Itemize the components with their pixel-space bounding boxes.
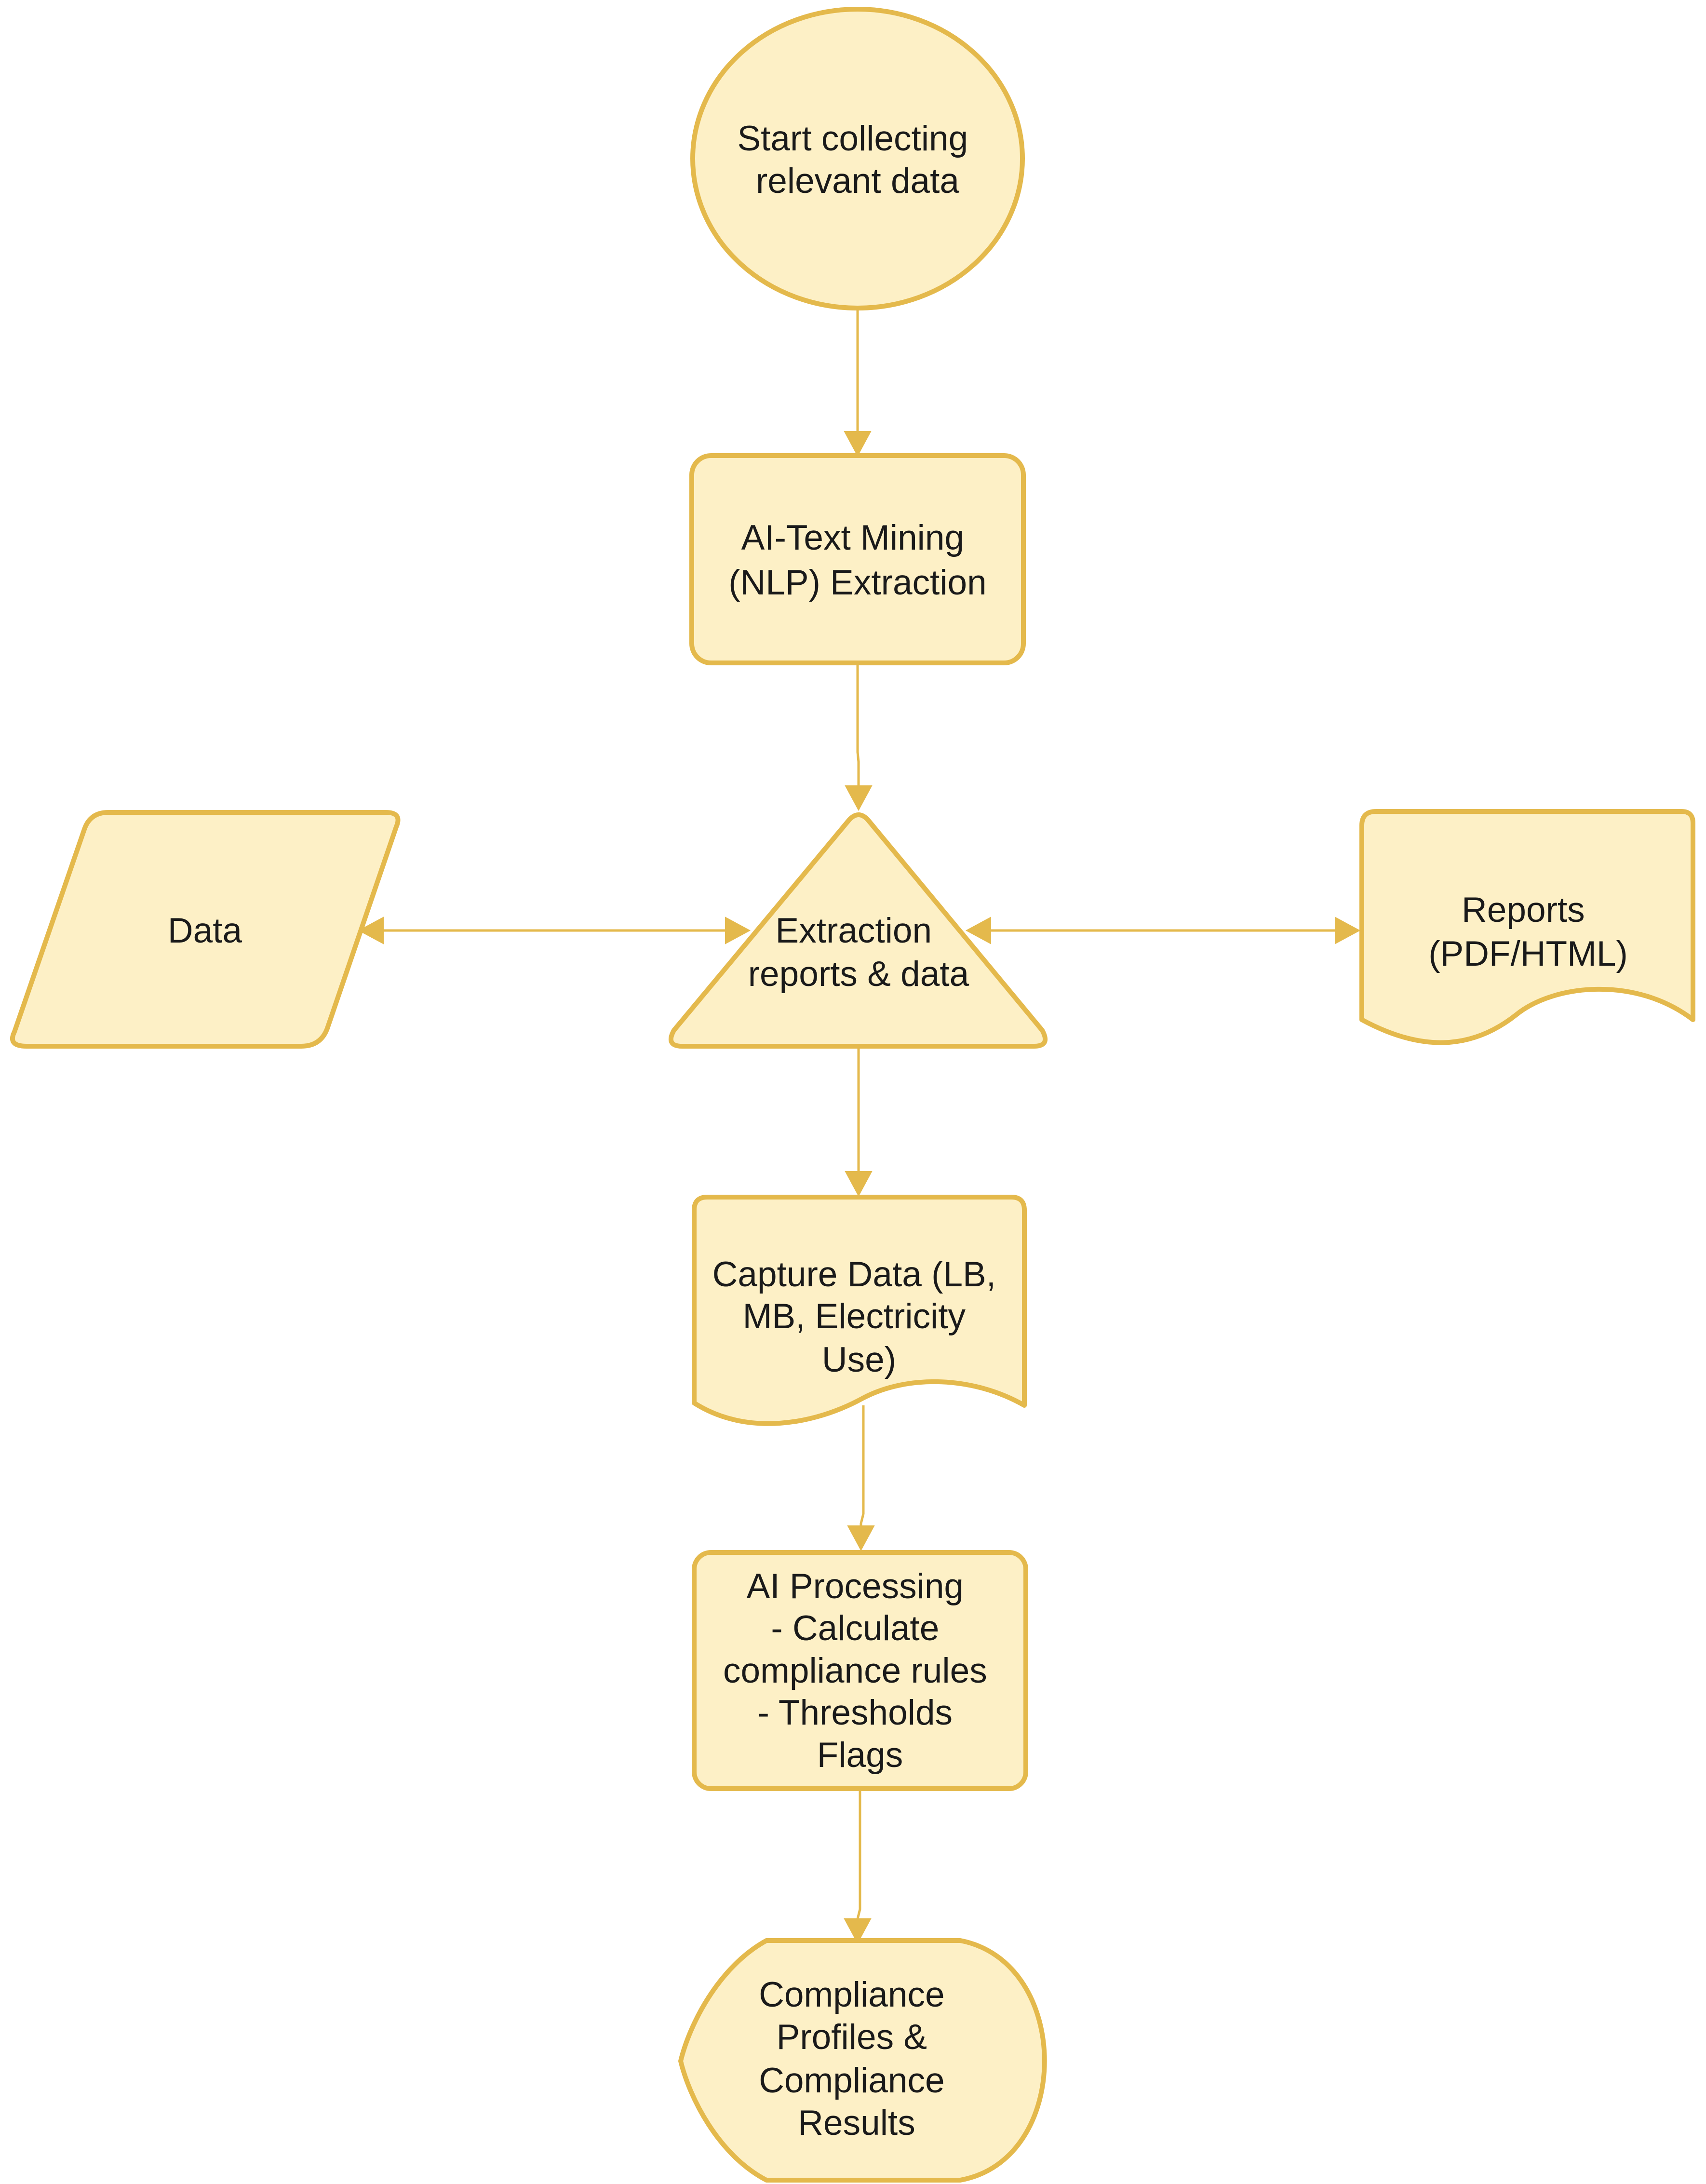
edge-extraction-to-capture <box>845 1049 873 1197</box>
edge-text-mining-to-extraction <box>845 663 873 811</box>
results-display-shape <box>678 1938 1047 2183</box>
text-mining-box <box>689 453 1026 665</box>
processing-node: AI Processing - Calculate compliance rul… <box>692 1550 1028 1791</box>
arrowhead <box>847 1525 875 1551</box>
arrowhead <box>845 785 873 811</box>
extraction-triangle-shape <box>668 812 1048 1049</box>
arrowhead <box>844 431 872 457</box>
text-mining-node: AI-Text Mining (NLP) Extraction <box>689 453 1026 665</box>
extraction-node: Extraction reports & data <box>668 812 1048 1049</box>
results-label: Compliance Profiles & Compliance Results <box>759 1975 954 2143</box>
arrowhead <box>845 1171 873 1197</box>
arrowhead <box>358 917 384 944</box>
processing-box <box>692 1550 1028 1791</box>
reports-node: Reports (PDF/HTML) <box>1359 809 1695 1045</box>
start-circle-shape <box>690 7 1025 310</box>
connectors <box>358 309 1361 1944</box>
edge-start-to-text-mining <box>844 309 872 457</box>
edge-capture-to-processing <box>847 1405 875 1551</box>
edge-extraction-to-reports <box>965 917 1361 944</box>
edge-processing-to-results <box>844 1789 872 1944</box>
arrowhead <box>725 917 751 944</box>
data-node: Data <box>10 810 401 1049</box>
extraction-label: Extraction reports & data <box>748 911 969 994</box>
text-mining-label: AI-Text Mining (NLP) Extraction <box>728 518 987 602</box>
processing-label: AI Processing - Calculate compliance rul… <box>723 1567 997 1775</box>
arrowhead <box>965 917 991 944</box>
capture-document-shape <box>692 1195 1027 1426</box>
data-parallelogram-shape <box>10 810 401 1049</box>
start-node: Start collecting relevant data <box>690 7 1025 310</box>
start-label: Start collecting relevant data <box>737 119 978 201</box>
reports-document-shape <box>1359 809 1695 1045</box>
arrowhead <box>1335 917 1361 944</box>
edge-data-to-extraction <box>358 917 751 944</box>
reports-label: Reports (PDF/HTML) <box>1428 890 1628 973</box>
capture-label: Capture Data (LB, MB, Electricity Use) <box>712 1255 1006 1379</box>
capture-node: Capture Data (LB, MB, Electricity Use) <box>692 1195 1027 1426</box>
results-node: Compliance Profiles & Compliance Results <box>678 1938 1047 2183</box>
arrowhead <box>844 1918 872 1944</box>
data-label: Data <box>168 911 242 950</box>
